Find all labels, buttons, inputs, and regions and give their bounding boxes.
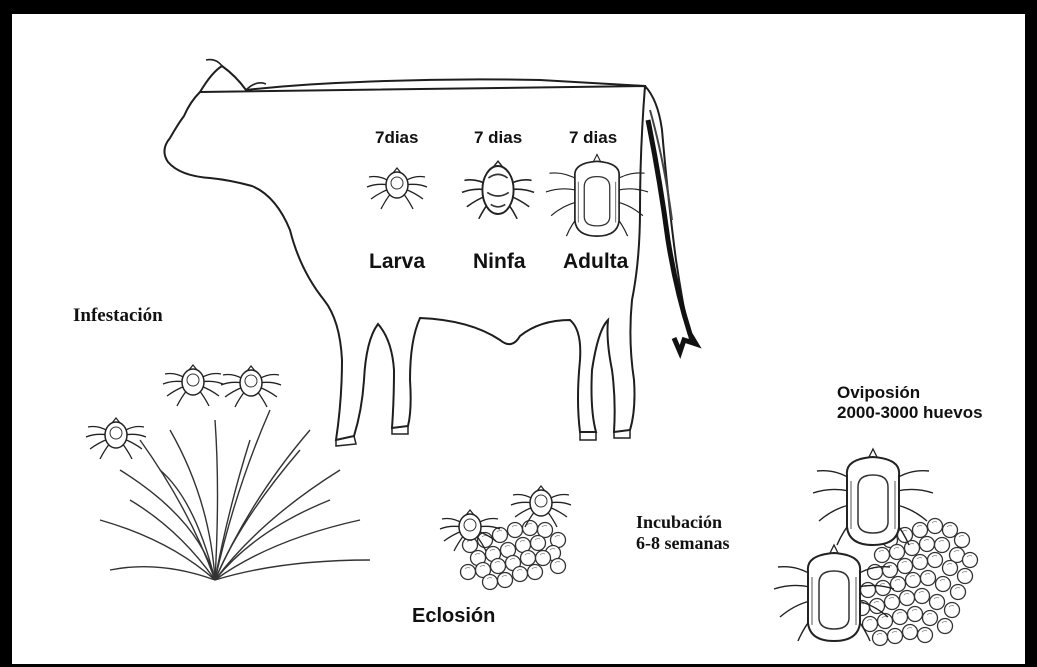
incubacion-title: Incubación bbox=[636, 512, 730, 533]
infestation-tick-3 bbox=[221, 366, 281, 407]
adulta-label: Adulta bbox=[563, 250, 628, 274]
eclosion-label: Eclosión bbox=[412, 605, 495, 628]
incubacion-label: Incubación 6-8 semanas bbox=[636, 512, 730, 553]
adulta-days-label: 7 dias bbox=[569, 128, 617, 148]
larva-days-label: 7dias bbox=[375, 128, 418, 148]
incubacion-duration: 6-8 semanas bbox=[636, 533, 730, 554]
larva-label: Larva bbox=[369, 250, 425, 274]
hatched-larva-2 bbox=[511, 486, 571, 527]
adulta-tick-drawing bbox=[546, 155, 648, 237]
infestation-tick-1 bbox=[86, 418, 146, 459]
ninfa-tick-drawing bbox=[462, 161, 534, 219]
infestacion-label: Infestación bbox=[73, 305, 163, 327]
ninfa-label: Ninfa bbox=[473, 250, 526, 274]
infestation-tick-2 bbox=[163, 365, 223, 406]
ninfa-days-label: 7 dias bbox=[474, 128, 522, 148]
oviposicion-label: Oviposión 2000-3000 huevos bbox=[837, 383, 983, 422]
oviposicion-title: Oviposión bbox=[837, 383, 983, 403]
oviposicion-egg-count: 2000-3000 huevos bbox=[837, 403, 983, 423]
larva-tick-drawing bbox=[367, 168, 427, 209]
